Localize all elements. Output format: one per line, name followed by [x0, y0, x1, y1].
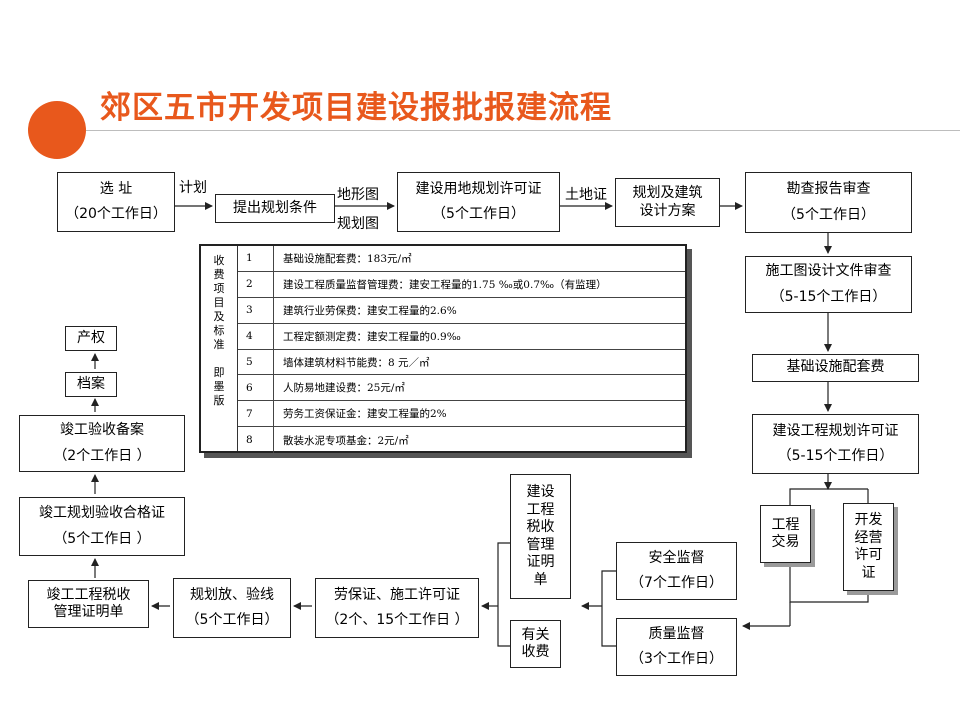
planning-conditions-box: 提出规划条件 — [215, 194, 335, 223]
edge-label-jihua: 计划 — [179, 180, 207, 196]
quality-supervision-box: 质量监督（3个工作日） — [616, 618, 737, 676]
fee-table-side-label: 收 费 项 目 及 标 准 即 墨 版 — [201, 246, 238, 451]
construction-permit-box: 劳保证、施工许可证（2个、15个工作日 ） — [315, 578, 479, 638]
construction-drawing-review-box: 施工图设计文件审查（5-15个工作日） — [745, 256, 912, 313]
construction-planning-permit-box: 建设工程规划许可证（5-15个工作日） — [752, 414, 919, 474]
title-decoration-circle — [28, 101, 86, 159]
safety-supervision-box: 安全监督（7个工作日） — [616, 542, 737, 600]
project-trading-box: 工程交易 — [760, 505, 811, 563]
completion-tax-certificate-box: 竣工工程税收管理证明单 — [28, 580, 149, 628]
related-fees-box: 有关收费 — [510, 620, 561, 668]
tax-certificate-box: 建设工程税收管理证明单 — [510, 474, 571, 599]
title-underline — [86, 130, 960, 131]
design-scheme-box: 规划及建筑设计方案 — [615, 178, 720, 227]
site-selection-box: 选 址（20个工作日） — [57, 172, 175, 232]
page-title: 郊区五市开发项目建设报批报建流程 — [100, 90, 612, 126]
land-use-permit-box: 建设用地规划许可证（5个工作日） — [397, 172, 560, 232]
infrastructure-fee-box: 基础设施配套费 — [752, 354, 919, 382]
development-license-box: 开发经营许可证 — [843, 503, 894, 591]
edge-label-tudizheng: 土地证 — [565, 187, 607, 203]
edge-label-dixingtu: 地形图 — [337, 187, 379, 203]
completion-filing-box: 竣工验收备案（2个工作日 ） — [19, 415, 185, 472]
property-right-box: 产权 — [65, 326, 117, 351]
layout-check-box: 规划放、验线（5个工作日） — [173, 578, 291, 638]
completion-planning-certificate-box: 竣工规划验收合格证（5个工作日 ） — [19, 497, 185, 556]
archive-box: 档案 — [65, 372, 117, 397]
survey-review-box: 勘查报告审查（5个工作日） — [745, 172, 912, 233]
edge-label-guihuatu: 规划图 — [337, 216, 379, 232]
